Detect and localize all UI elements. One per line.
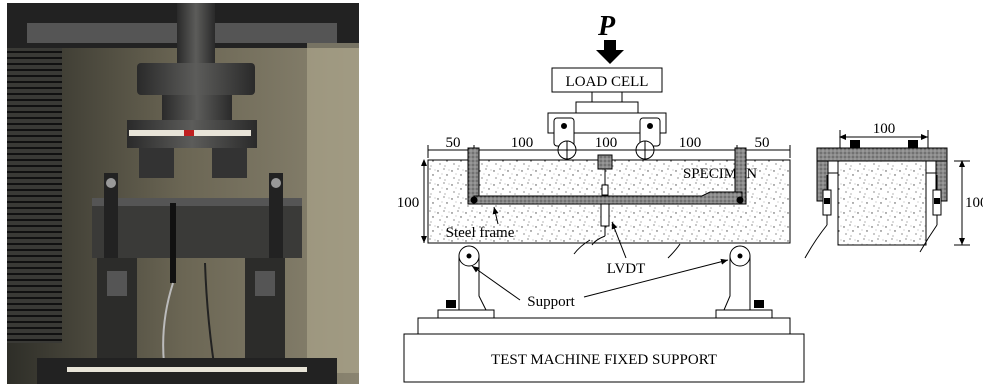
dim-top-left: 50 [446,135,461,151]
load-arrow-icon [596,40,624,64]
fixed-support-label: TEST MACHINE FIXED SUPPORT [491,352,717,368]
louver-panel [7,43,62,343]
fixed-support-box [403,333,805,383]
loading-beam [547,112,667,134]
dim-top-3: 100 [679,135,702,151]
dim-top-2: 100 [595,135,618,151]
test-setup-diagram: P LOAD CELL 50 100 100 100 50 100 SPECIM… [397,11,983,383]
support-label: Support [527,294,575,310]
load-cell-label: LOAD CELL [566,74,649,90]
load-cell-box [551,67,663,93]
lvdt-label: LVDT [607,261,646,277]
section-top-plate [816,147,948,162]
specimen-photo [92,198,302,258]
section-dim-right: 100 [965,195,983,211]
section-dim-top: 100 [873,121,896,137]
lvdt-photo [170,203,176,283]
test-setup-photo [7,3,359,384]
dim-top-right: 50 [755,135,770,151]
dim-top-1: 100 [511,135,534,151]
section-specimen [837,160,927,246]
actuator-piston [177,3,215,63]
dim-height-left: 100 [397,195,420,211]
steel-frame-label: Steel frame [446,225,515,241]
machine-bed [417,317,791,335]
lvdt-body [600,203,610,227]
steel-frame-bar [473,191,743,205]
load-symbol: P [597,11,616,42]
